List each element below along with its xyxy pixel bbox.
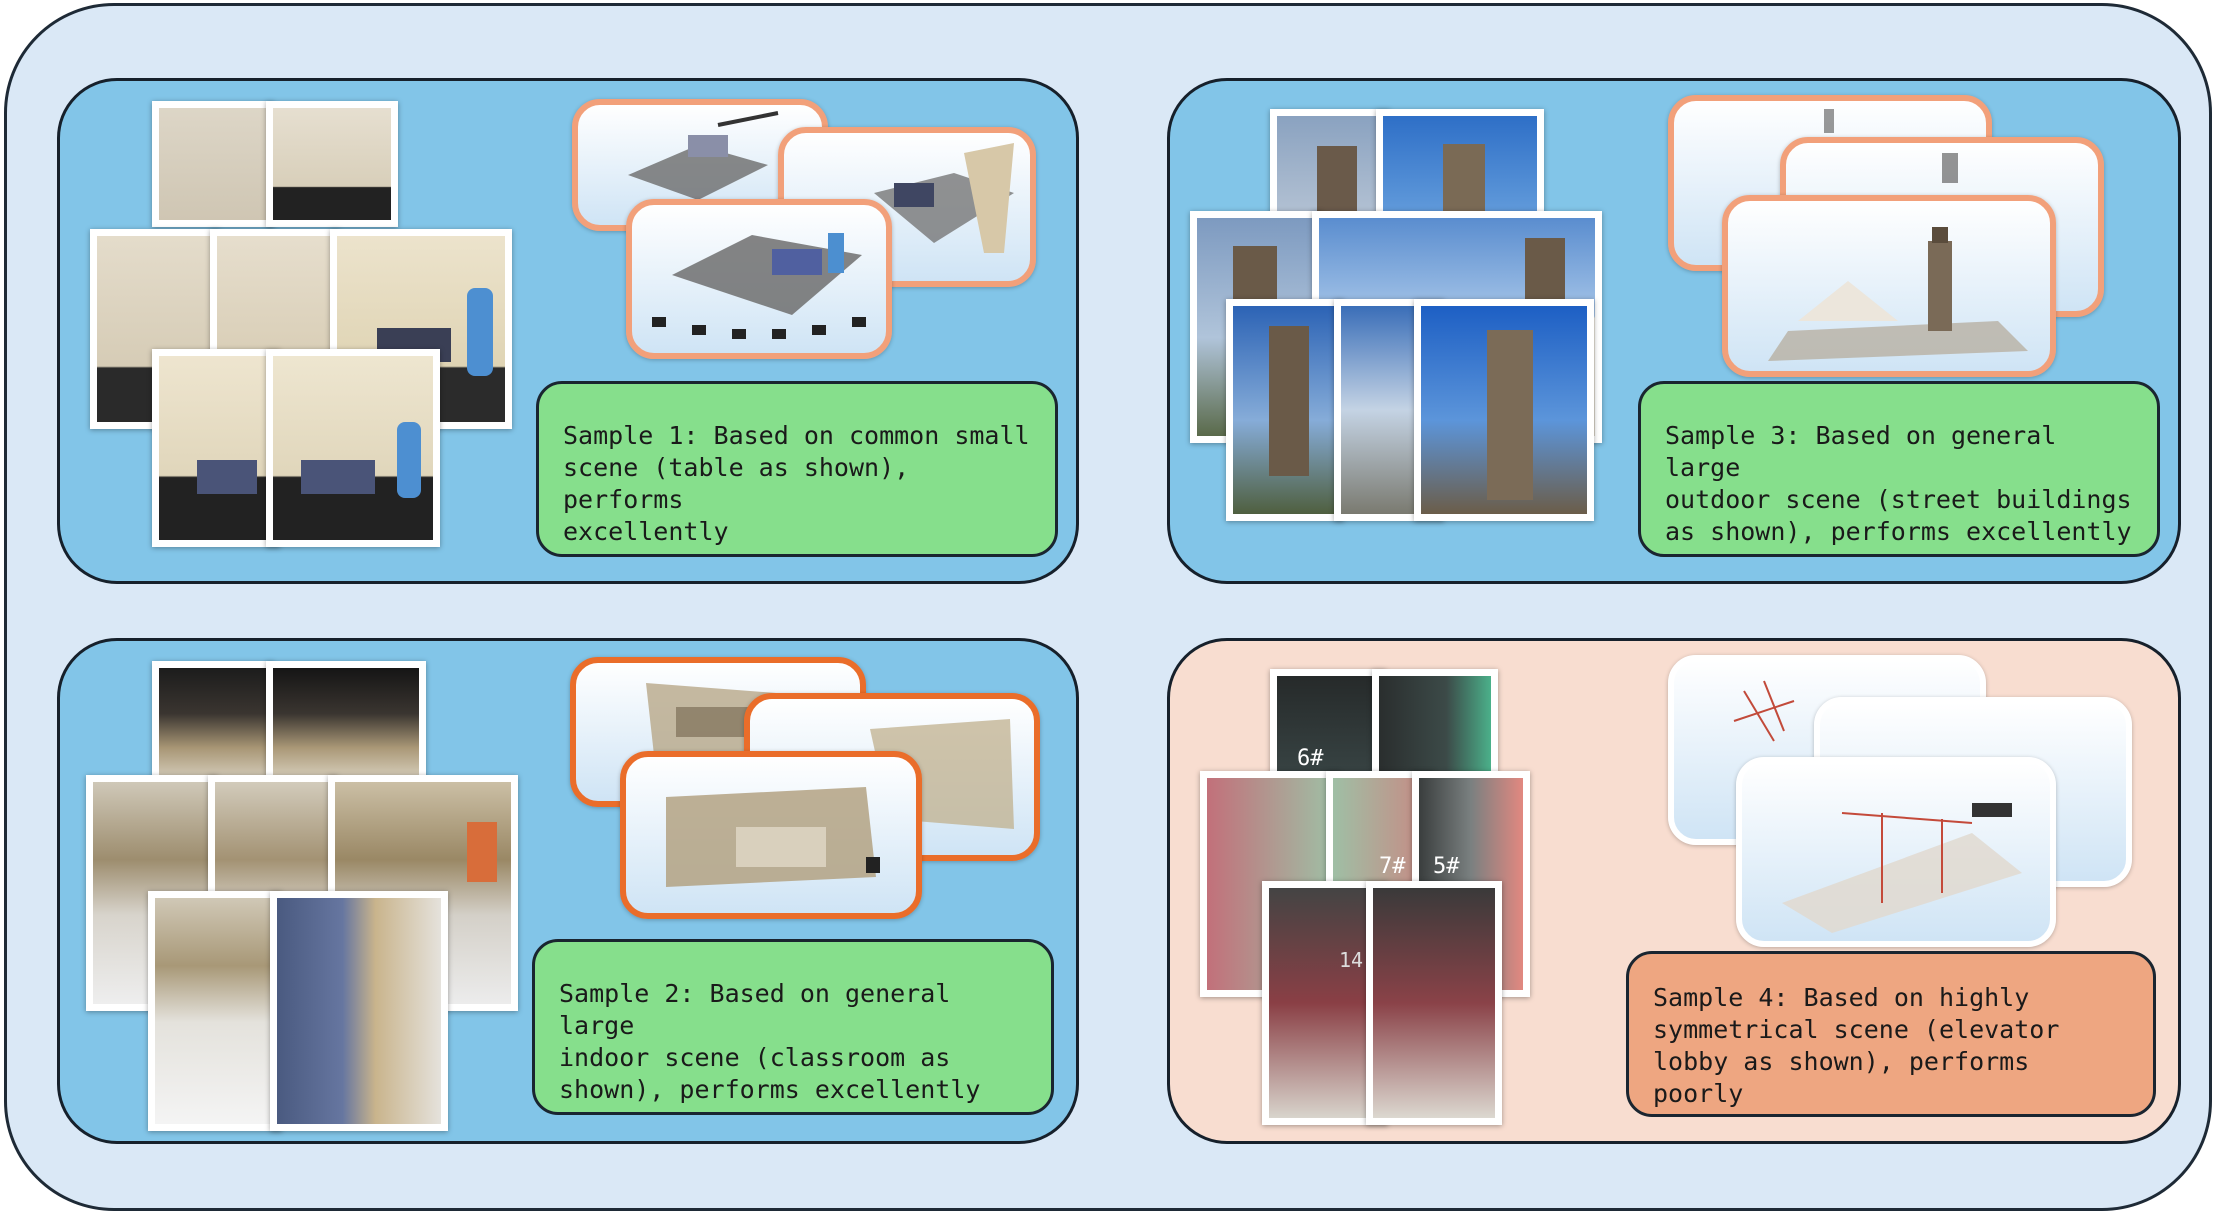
sample-1-panel: Sample 1: Based on common small scene (t… — [57, 78, 1079, 584]
sample-2-panel: Sample 2: Based on general large indoor … — [57, 638, 1079, 1144]
sample-3-panel: Sample 3: Based on general large outdoor… — [1167, 78, 2181, 584]
sample-4-caption: Sample 4: Based on highly symmetrical sc… — [1626, 951, 2156, 1117]
outer-frame: Sample 1: Based on common small scene (t… — [4, 3, 2212, 1211]
sample-3-caption: Sample 3: Based on general large outdoor… — [1638, 381, 2160, 557]
reconstruction-view — [1736, 757, 2056, 947]
input-photo — [266, 349, 440, 547]
input-photo — [266, 661, 426, 789]
elevator-sign: 14 — [1339, 948, 1364, 972]
input-photo — [1366, 881, 1502, 1125]
input-photo — [148, 891, 282, 1131]
elevator-sign: 7# — [1379, 854, 1406, 879]
input-photo — [1414, 299, 1594, 521]
sample-4-panel: 6# 7# 5# 14 Sample 4: Based on highly sy… — [1167, 638, 2181, 1144]
reconstruction-view — [626, 199, 892, 359]
input-photo — [152, 101, 274, 227]
input-photo — [270, 891, 448, 1131]
input-photo — [1226, 299, 1344, 521]
sample-1-caption: Sample 1: Based on common small scene (t… — [536, 381, 1058, 557]
input-photo — [152, 349, 280, 547]
reconstruction-view — [1722, 195, 2056, 377]
elevator-sign: 6# — [1297, 746, 1324, 771]
reconstruction-view — [620, 751, 922, 919]
input-photo — [266, 101, 398, 227]
sample-2-caption: Sample 2: Based on general large indoor … — [532, 939, 1054, 1115]
elevator-sign: 5# — [1433, 854, 1460, 879]
input-photo — [152, 661, 274, 789]
